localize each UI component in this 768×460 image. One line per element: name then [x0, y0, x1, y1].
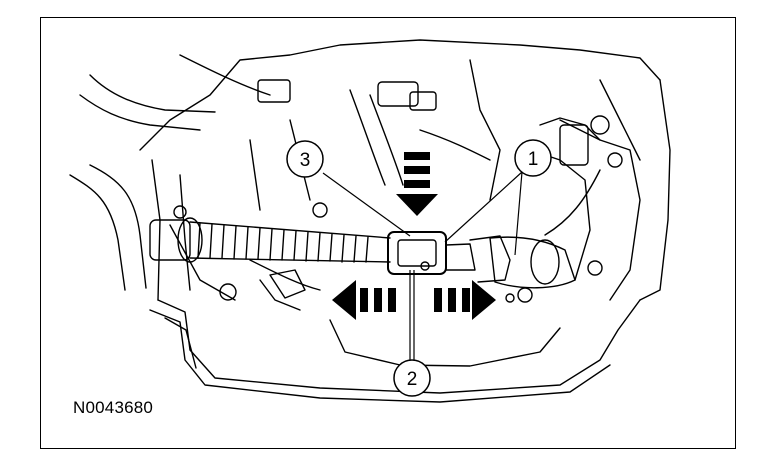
arrow-down — [396, 152, 438, 216]
callout-2: 2 — [393, 359, 431, 397]
lower-bracket — [169, 202, 328, 311]
figure-id: N0043680 — [73, 398, 154, 417]
callout-3-label: 3 — [300, 150, 311, 171]
callout-1-label: 1 — [528, 149, 539, 170]
callout-2-label: 2 — [407, 369, 418, 390]
upper-harness — [179, 54, 623, 236]
direction-arrows — [332, 152, 496, 320]
oil-pan — [149, 299, 641, 403]
callout-3: 3 — [286, 140, 324, 178]
arrow-left — [332, 280, 396, 320]
leader-lines — [322, 171, 523, 360]
arrow-right — [434, 280, 496, 320]
coolant-hose — [69, 74, 216, 291]
diagram-frame — [40, 17, 736, 449]
callout-1: 1 — [514, 139, 552, 177]
right-connector — [489, 236, 603, 303]
